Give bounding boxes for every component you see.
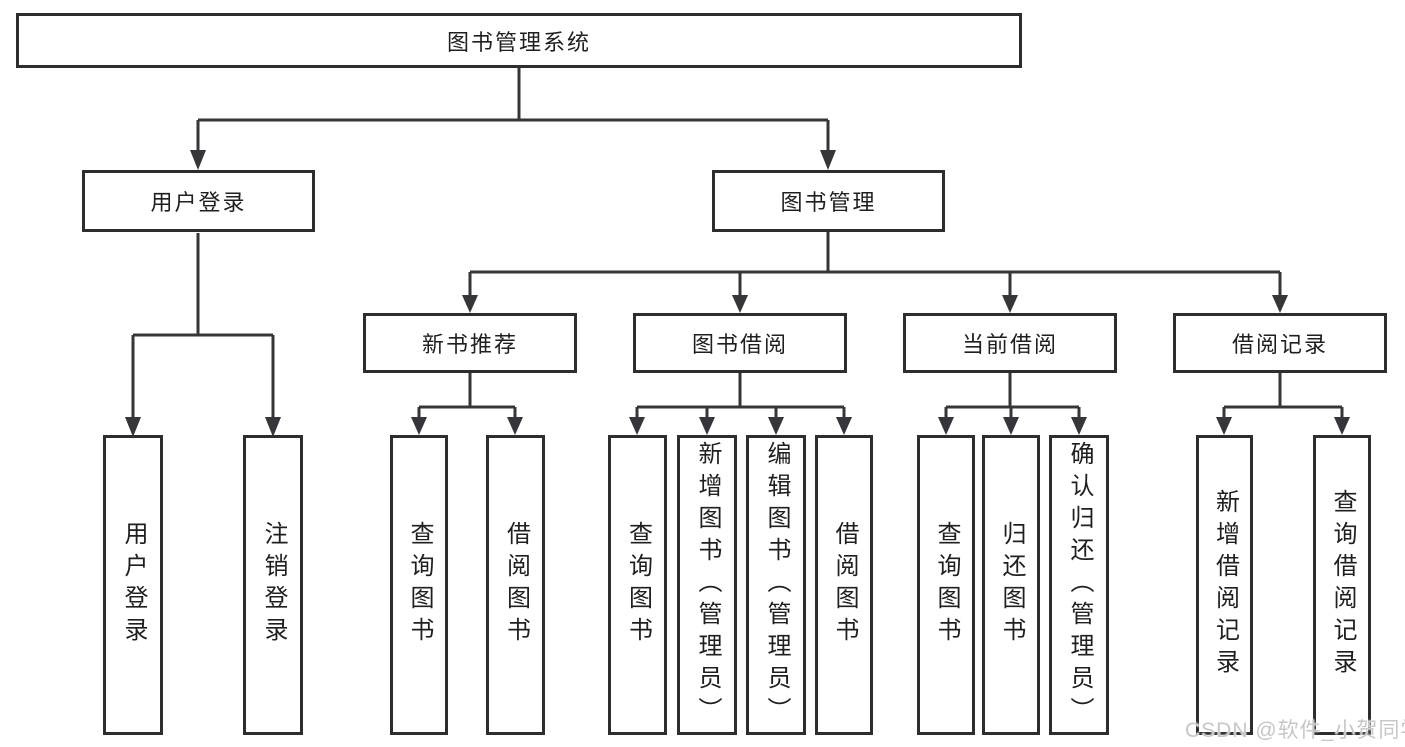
leaf-query-books-current: 查询图书 (917, 435, 975, 735)
leaf-query-borrow-record: 查询借阅记录 (1313, 435, 1371, 735)
leaf-logout: 注销登录 (243, 435, 303, 735)
node-label: 新书推荐 (421, 332, 518, 357)
node-current-borrowing: 当前借阅 (903, 313, 1117, 373)
node-label: 新增借阅记录 (1211, 489, 1239, 681)
leaf-query-books-borrow: 查询图书 (608, 435, 667, 735)
node-user-login: 用户登录 (82, 170, 315, 232)
node-label: 图书管理 (780, 190, 877, 215)
node-label: 查询图书 (933, 521, 960, 649)
node-label: 借阅图书 (502, 521, 530, 649)
leaf-borrow-books: 借阅图书 (815, 435, 873, 735)
node-label: 用户登录 (120, 521, 147, 649)
leaf-query-books-recommend: 查询图书 (390, 435, 448, 735)
node-book-borrowing: 图书借阅 (633, 313, 847, 373)
node-label: 用户登录 (150, 190, 247, 215)
leaf-confirm-return-admin: 确认归还（管理员） (1049, 435, 1109, 735)
leaf-borrow-books-recommend: 借阅图书 (486, 435, 545, 735)
node-label: 借阅图书 (831, 521, 858, 649)
node-label: 查询借阅记录 (1329, 489, 1356, 681)
leaf-user-login: 用户登录 (103, 435, 163, 735)
csdn-watermark: CSDN @软件_小贺同学 (1185, 719, 1405, 742)
node-book-management: 图书管理 (712, 170, 945, 232)
node-label: 新增图书（管理员） (694, 441, 721, 729)
node-label: 编辑图书（管理员） (763, 441, 790, 729)
arrowheads (125, 150, 1350, 437)
node-label: 查询图书 (624, 521, 652, 649)
node-borrowing-records: 借阅记录 (1173, 313, 1387, 373)
node-label: 查询图书 (406, 521, 433, 649)
leaf-edit-book-admin: 编辑图书（管理员） (746, 435, 806, 735)
node-label: 借阅记录 (1231, 332, 1328, 357)
leaf-add-book-admin: 新增图书（管理员） (677, 435, 737, 735)
node-label: 归还图书 (998, 521, 1025, 649)
node-new-book-recommendation: 新书推荐 (363, 313, 577, 373)
leaf-add-borrow-record: 新增借阅记录 (1196, 435, 1253, 735)
leaf-return-book: 归还图书 (982, 435, 1040, 735)
node-label: 图书借阅 (691, 332, 788, 357)
node-label: 图书管理系统 (446, 29, 591, 55)
node-library-management-system: 图书管理系统 (16, 13, 1022, 68)
node-label: 当前借阅 (961, 332, 1058, 357)
node-label: 确认归还（管理员） (1066, 441, 1093, 729)
node-label: 注销登录 (260, 521, 287, 649)
